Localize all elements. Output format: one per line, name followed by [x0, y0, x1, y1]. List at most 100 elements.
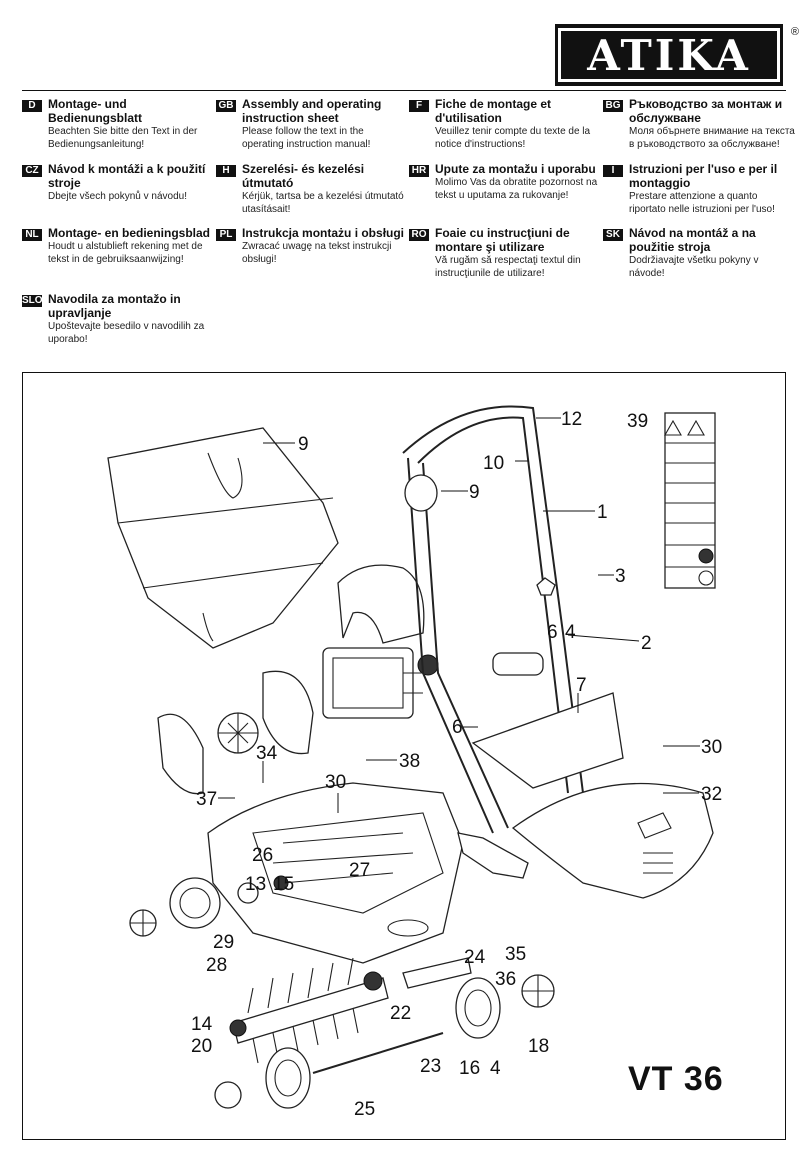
lang-tag: SLO	[22, 295, 43, 307]
atika-logo: ATIKA ®	[555, 24, 799, 86]
part-number: 1	[597, 502, 608, 523]
part-number: 29	[213, 932, 234, 953]
part-number: 4	[490, 1058, 501, 1079]
lang-title: Navodila za montažo in upravljanje	[48, 292, 181, 320]
motor-drawing	[322, 647, 439, 719]
lang-title: Návod na montáž a na použitie stroja	[629, 226, 756, 254]
part-number: 16	[459, 1058, 480, 1079]
part-number: 30	[325, 772, 346, 793]
part-number: 14	[191, 1014, 213, 1035]
part-number: 27	[349, 860, 370, 881]
bracket-drawing	[457, 832, 529, 879]
part-number: 23	[420, 1056, 441, 1077]
lang-subtitle: Beachten Sie bitte den Text in der Bedie…	[48, 126, 198, 150]
lang-subtitle: Kérjük, tartsa be a kezelési útmutató ut…	[242, 191, 404, 215]
lang-tag: F	[409, 100, 429, 112]
lang-subtitle: Upoštevajte besedilo v navodilih za upor…	[48, 321, 205, 345]
lang-subtitle: Prestare attenzione a quanto riportato n…	[629, 191, 775, 215]
lang-title: Istruzioni per l'uso e per il montaggio	[629, 162, 778, 190]
fan-cover-drawing	[157, 670, 314, 795]
lang-title: Montage- und Bedienungsblatt	[48, 97, 143, 125]
part-number: 32	[701, 784, 722, 805]
lang-tag: I	[603, 165, 623, 177]
lang-tag: PL	[216, 229, 236, 241]
part-number: 13	[245, 874, 266, 895]
part-number: 20	[191, 1036, 212, 1057]
part-number: 7	[576, 675, 587, 696]
part-number: 39	[627, 411, 648, 432]
lang-tag: RO	[409, 229, 429, 241]
lang-tag: D	[22, 100, 42, 112]
part-number: 25	[354, 1099, 375, 1120]
lang-subtitle: Моля обърнете внимание на текста в ръков…	[629, 126, 795, 150]
part-number: 12	[561, 409, 582, 430]
part-number: 15	[273, 874, 294, 895]
safety-label-drawing	[664, 412, 716, 589]
lang-title: Návod k montáži a k použití stroje	[48, 162, 206, 190]
lang-block-bg: BG Ръководство за монтаж и обслужване Мо…	[603, 97, 795, 151]
part-number: 9	[298, 434, 309, 455]
lang-subtitle: Dbejte všech pokynů v návodu!	[48, 191, 187, 202]
part-number: 9	[469, 482, 480, 503]
part-number: 37	[196, 789, 217, 810]
registered-mark: ®	[790, 26, 799, 38]
part-number: 18	[528, 1036, 549, 1057]
lang-block-pl: PL Instrukcja montażu i obsługi Zwracać …	[216, 226, 408, 266]
lang-tag: BG	[603, 100, 623, 112]
part-number: 10	[483, 453, 504, 474]
rear-guard-drawing	[511, 782, 714, 899]
part-number: 24	[464, 947, 486, 968]
leader-lines	[218, 417, 700, 813]
lang-title: Szerelési- és kezelési útmutató	[242, 162, 365, 190]
part-24-drawing	[402, 957, 472, 989]
part-number: 36	[495, 969, 516, 990]
lang-tag: HR	[409, 165, 429, 177]
belt-cover-drawing	[337, 564, 425, 644]
rear-axle-drawing	[312, 1032, 444, 1074]
part-number: 26	[252, 845, 273, 866]
lang-subtitle: Dodržiavajte všetku pokyny v návode!	[629, 255, 759, 279]
part-number: 38	[399, 751, 420, 772]
lang-subtitle: Vă rugăm să respectaţi textul din instru…	[435, 255, 581, 279]
lang-block-hr: HR Upute za montažu i uporabu Molimo Vas…	[409, 162, 601, 202]
handle-drawing	[402, 405, 585, 834]
lang-block-slo: SLO Navodila za montažo in upravljanje U…	[22, 292, 214, 346]
lang-subtitle: Houdt u alstublieft rekening met de teks…	[48, 241, 203, 265]
part-number: 2	[641, 633, 652, 654]
part-number: 30	[701, 737, 722, 758]
part-number: 3	[615, 566, 626, 587]
lang-tag: NL	[22, 229, 42, 241]
lang-block-f: F Fiche de montage et d'utilisation Veui…	[409, 97, 601, 151]
rear-wheel-drawing	[214, 974, 555, 1109]
part-number: 35	[505, 944, 526, 965]
lang-title: Foaie cu instrucţiuni de montare şi util…	[435, 226, 570, 254]
header-rule	[22, 90, 786, 91]
lang-tag: CZ	[22, 165, 42, 177]
exploded-parts-diagram: 9 12 10 9 1 3 6 4 2 7 6 30 32 39 34 38 3…	[107, 405, 722, 1120]
lang-tag: H	[216, 165, 236, 177]
brand-name: ATIKA	[558, 28, 780, 82]
flap-drawing	[471, 692, 624, 789]
lang-tag: SK	[603, 229, 623, 241]
lang-subtitle: Zwracać uwagę na tekst instrukcji obsług…	[242, 241, 392, 265]
part-number: 28	[206, 955, 227, 976]
lang-block-sk: SK Návod na montáž a na použitie stroja …	[603, 226, 795, 280]
lang-title: Assembly and operating instruction sheet	[242, 97, 382, 125]
lang-block-ro: RO Foaie cu instrucţiuni de montare şi u…	[409, 226, 601, 280]
lang-subtitle: Molimo Vas da obratite pozornost na teks…	[435, 177, 598, 201]
blade-roller-drawing	[229, 957, 389, 1064]
exploded-diagram-frame: 9 12 10 9 1 3 6 4 2 7 6 30 32 39 34 38 3…	[22, 372, 786, 1140]
lang-subtitle: Veuillez tenir compte du texte de la not…	[435, 126, 591, 150]
part-number: 6	[452, 717, 463, 738]
part-number: 22	[390, 1003, 411, 1024]
lang-title: Fiche de montage et d'utilisation	[435, 97, 552, 125]
lang-block-h: H Szerelési- és kezelési útmutató Kérjük…	[216, 162, 408, 216]
grass-bag-drawing	[107, 427, 339, 649]
part-number: 4	[565, 622, 576, 643]
lang-subtitle: Please follow the text in the operating …	[242, 126, 371, 150]
lang-block-nl: NL Montage- en bedieningsblad Houdt u al…	[22, 226, 214, 266]
lang-block-gb: GB Assembly and operating instruction sh…	[216, 97, 408, 151]
lang-title: Ръководство за монтаж и обслужване	[629, 97, 783, 125]
deck-housing-drawing	[207, 782, 464, 964]
part-number: 6	[547, 622, 558, 643]
